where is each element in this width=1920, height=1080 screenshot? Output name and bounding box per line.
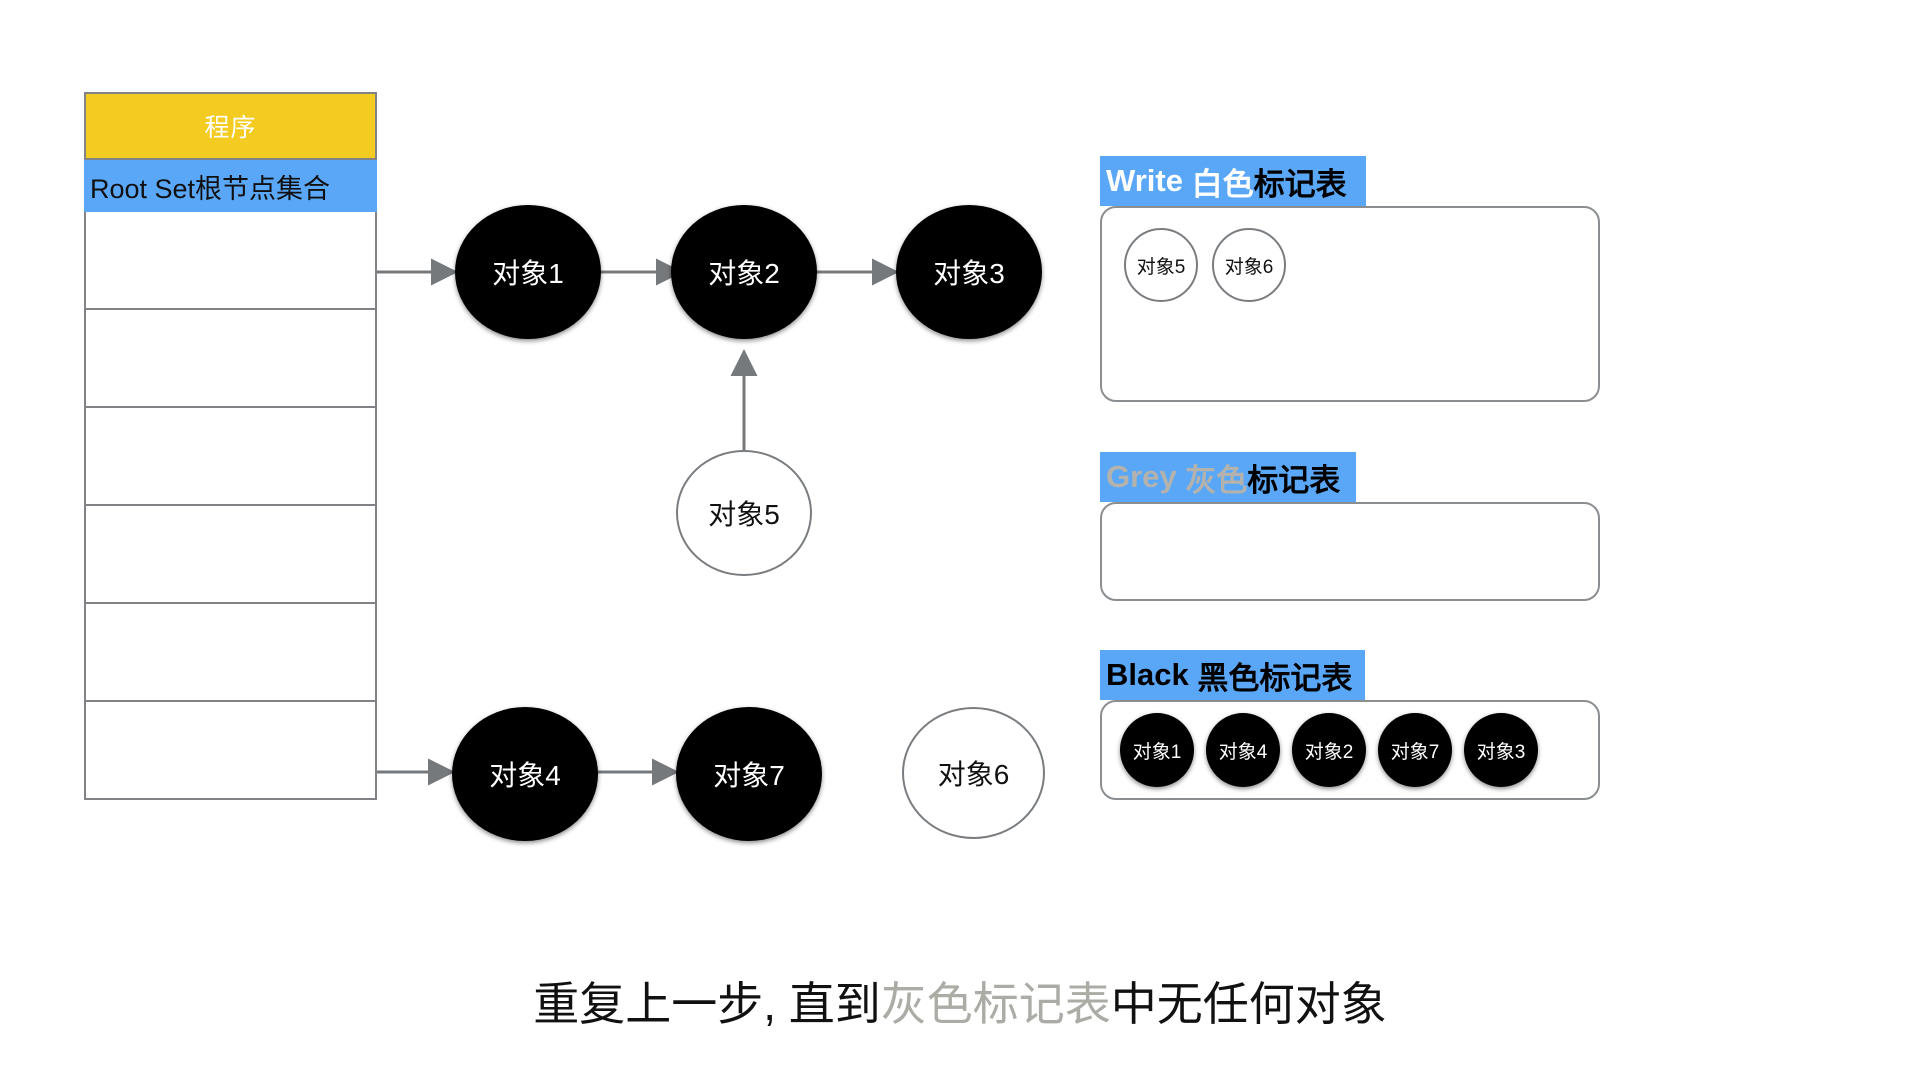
caption: 重复上一步, 直到灰色标记表中无任何对象 [0, 968, 1920, 1034]
grey-mark-table-en: Grey [1106, 459, 1177, 494]
graph-node-label: 对象7 [713, 760, 785, 791]
grey-mark-table-suffix: 标记表 [1247, 462, 1341, 498]
mark-chip-label: 对象2 [1304, 741, 1354, 763]
graph-node-obj4[interactable]: 对象4 [452, 707, 598, 841]
grey-mark-table-header: Grey 灰色 标记表 [1100, 452, 1356, 502]
program-box: 程序 [84, 92, 377, 160]
white-mark-table-suffix: 标记表 [1253, 166, 1347, 202]
graph-node-obj6[interactable]: 对象6 [902, 707, 1045, 839]
root-set-slot [86, 310, 375, 408]
caption-highlight: 灰色标记表 [880, 978, 1111, 1030]
mark-chip-label: 对象1 [1132, 741, 1182, 763]
black-mark-table-items: 对象1 对象4 对象2 对象7 对象3 [1120, 713, 1538, 787]
mark-chip-label: 对象7 [1390, 741, 1440, 763]
caption-suffix: 中无任何对象 [1110, 978, 1387, 1030]
white-mark-table-header: Write 白色 标记表 [1100, 156, 1366, 206]
graph-node-label: 对象3 [933, 258, 1005, 289]
root-set-slot [86, 408, 375, 506]
white-mark-table-items: 对象5 对象6 [1124, 228, 1286, 302]
graph-node-label: 对象5 [708, 499, 780, 530]
grey-mark-table-color-word: 灰色 [1185, 462, 1248, 498]
mark-chip[interactable]: 对象7 [1378, 713, 1452, 787]
graph-node-obj2[interactable]: 对象2 [671, 205, 817, 339]
white-mark-table-color-word: 白色 [1191, 166, 1254, 202]
black-mark-table-color-word: 黑色 [1197, 660, 1260, 696]
root-set-slot [86, 702, 375, 800]
grey-mark-table-box [1100, 502, 1600, 601]
root-set-slot [86, 506, 375, 604]
mark-chip[interactable]: 对象3 [1464, 713, 1538, 787]
mark-chip[interactable]: 对象2 [1292, 713, 1366, 787]
black-mark-table-suffix: 标记表 [1259, 660, 1353, 696]
graph-node-obj3[interactable]: 对象3 [896, 205, 1042, 339]
mark-chip-label: 对象3 [1476, 741, 1526, 763]
program-label: 程序 [204, 114, 257, 142]
mark-chip-label: 对象4 [1218, 741, 1268, 763]
mark-chip-label: 对象5 [1136, 256, 1186, 278]
graph-node-label: 对象4 [489, 760, 561, 791]
graph-node-label: 对象6 [937, 759, 1010, 790]
graph-node-label: 对象2 [708, 258, 780, 289]
caption-prefix: 重复上一步, 直到 [533, 978, 881, 1030]
mark-chip[interactable]: 对象6 [1212, 228, 1286, 302]
white-mark-table-en: Write [1106, 163, 1183, 198]
black-mark-table-en: Black [1106, 657, 1189, 692]
root-set-slot [86, 212, 375, 310]
root-set-header: Root Set根节点集合 [84, 160, 377, 212]
black-mark-table-header: Black 黑色 标记表 [1100, 650, 1365, 700]
mark-chip[interactable]: 对象4 [1206, 713, 1280, 787]
graph-node-label: 对象1 [492, 258, 564, 289]
mark-chip[interactable]: 对象1 [1120, 713, 1194, 787]
mark-chip-label: 对象6 [1224, 256, 1274, 278]
mark-chip[interactable]: 对象5 [1124, 228, 1198, 302]
graph-node-obj7[interactable]: 对象7 [676, 707, 822, 841]
root-set-slot-table [84, 212, 377, 800]
root-set-label: Root Set根节点集合 [90, 173, 331, 204]
graph-node-obj1[interactable]: 对象1 [455, 205, 601, 339]
root-set-slot [86, 604, 375, 702]
graph-node-obj5[interactable]: 对象5 [676, 450, 812, 576]
